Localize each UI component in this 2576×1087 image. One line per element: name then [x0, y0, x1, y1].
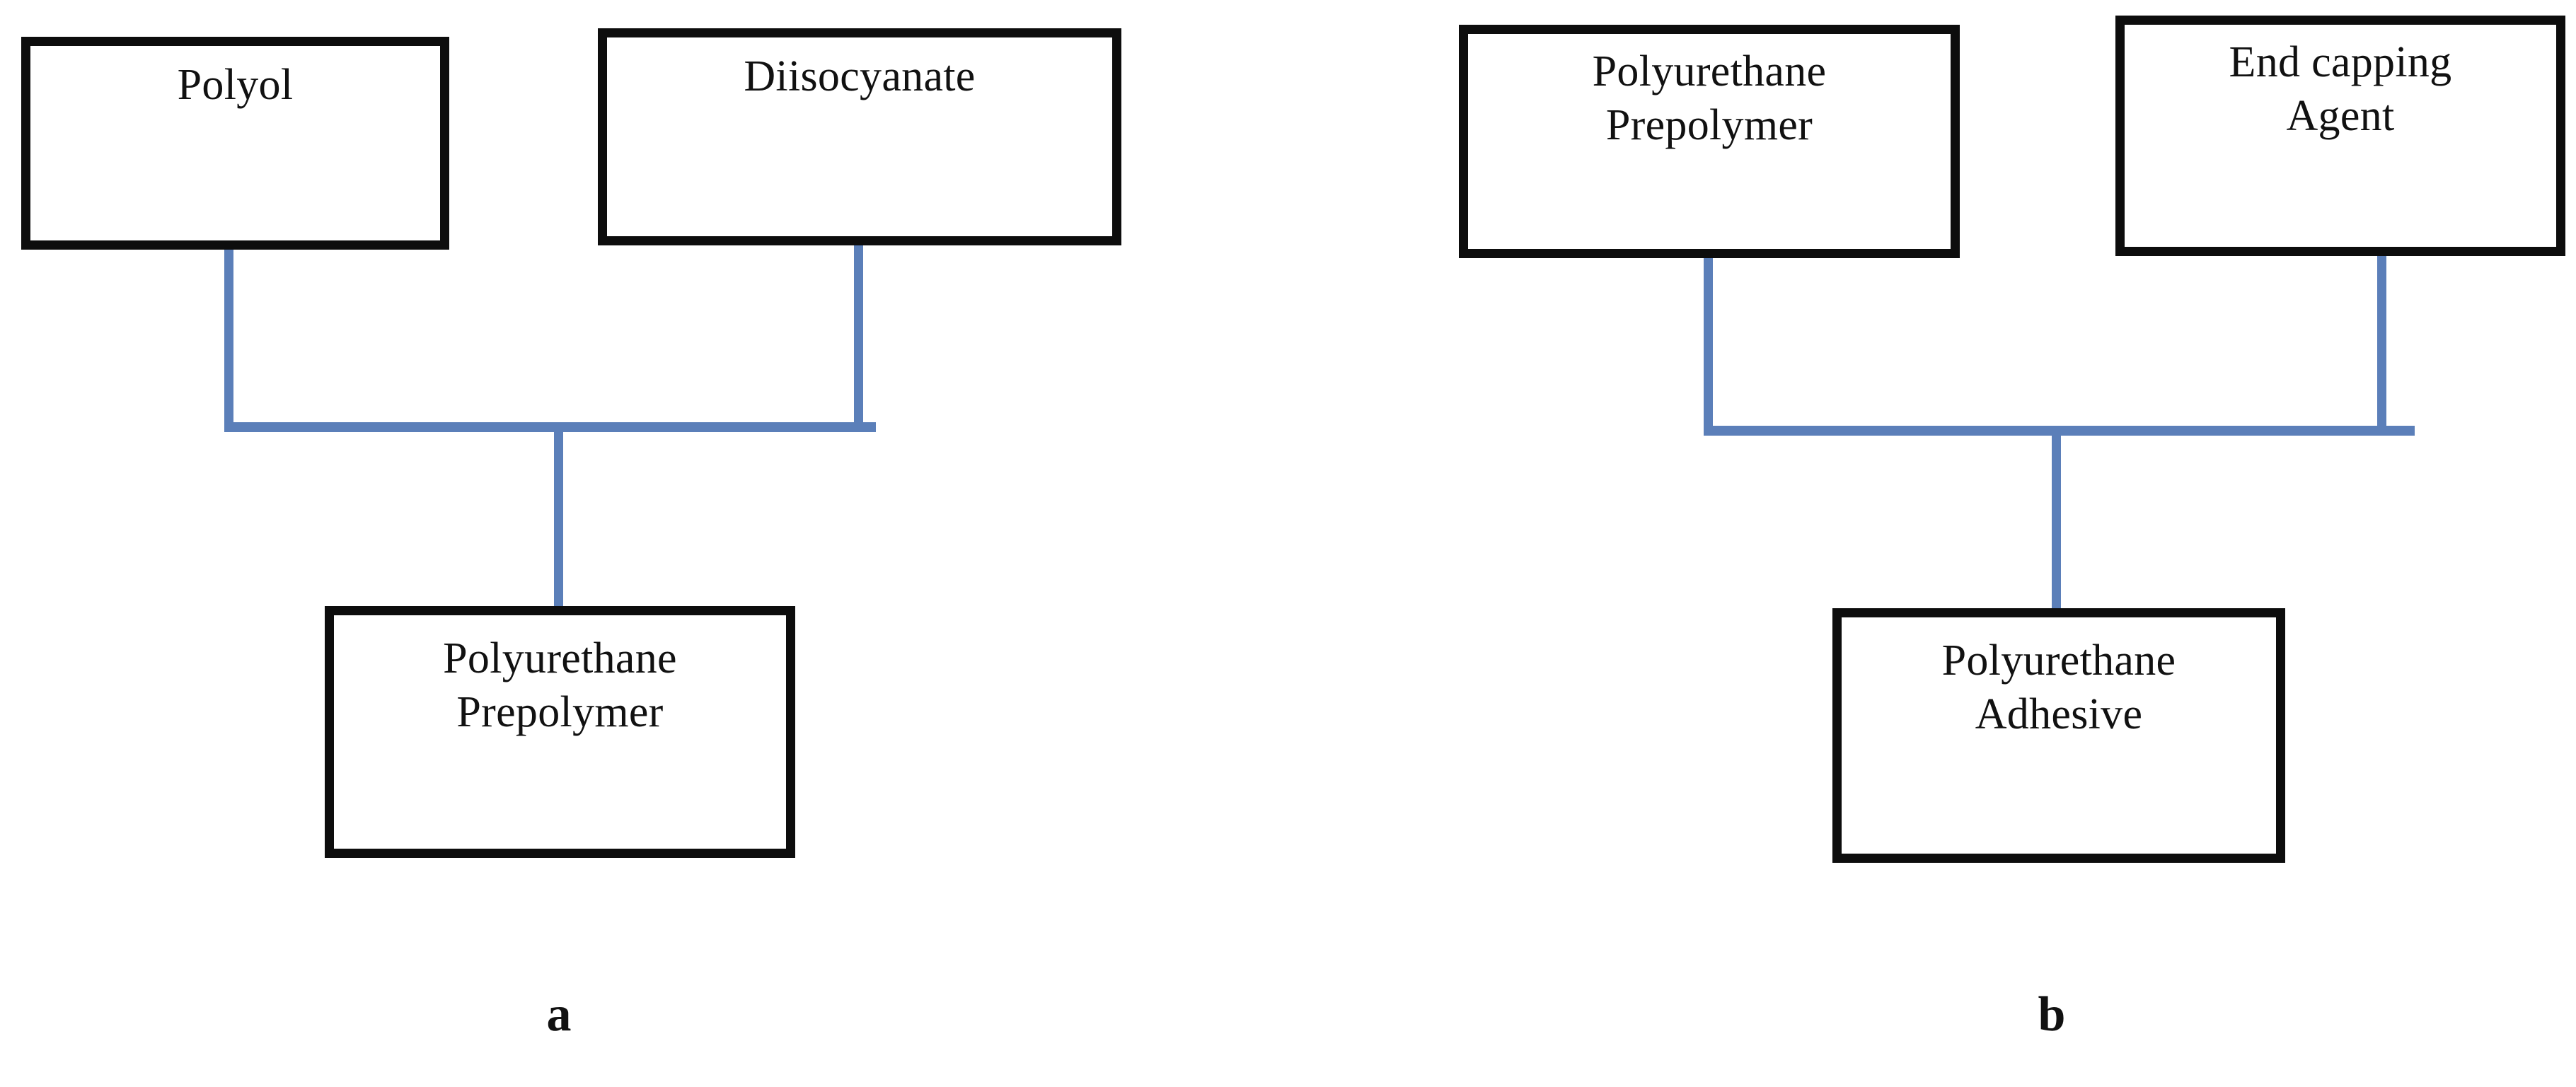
connector-end-capping-agent-down	[2377, 256, 2386, 434]
node-diisocyanate: Diisocyanate	[598, 28, 1121, 245]
connector-merge-bus-a	[224, 422, 876, 432]
connector-to-prepolymer	[554, 426, 563, 608]
node-polyol: Polyol	[21, 37, 449, 250]
connector-prepolymer-down	[1704, 258, 1713, 434]
connector-diisocyanate-down	[854, 245, 863, 431]
node-end-capping-agent-label: End capping Agent	[2229, 38, 2452, 140]
node-polyurethane-prepolymer-input: Polyurethane Prepolymer	[1459, 25, 1960, 258]
panel-caption-b: b	[2038, 987, 2066, 1042]
node-end-capping-agent: End capping Agent	[2115, 16, 2565, 256]
node-diisocyanate-label: Diisocyanate	[744, 52, 976, 100]
node-polyurethane-prepolymer-output: Polyurethane Prepolymer	[325, 606, 795, 858]
node-polyurethane-prepolymer-input-label: Polyurethane Prepolymer	[1592, 47, 1827, 149]
node-polyol-label: Polyol	[177, 61, 294, 109]
connector-to-adhesive	[2052, 430, 2061, 611]
connector-polyol-down	[224, 250, 233, 431]
node-polyurethane-prepolymer-output-label: Polyurethane Prepolymer	[443, 634, 677, 736]
panel-caption-a: a	[546, 987, 572, 1042]
node-polyurethane-adhesive-label: Polyurethane Adhesive	[1941, 636, 2176, 738]
node-polyurethane-adhesive: Polyurethane Adhesive	[1832, 608, 2285, 863]
